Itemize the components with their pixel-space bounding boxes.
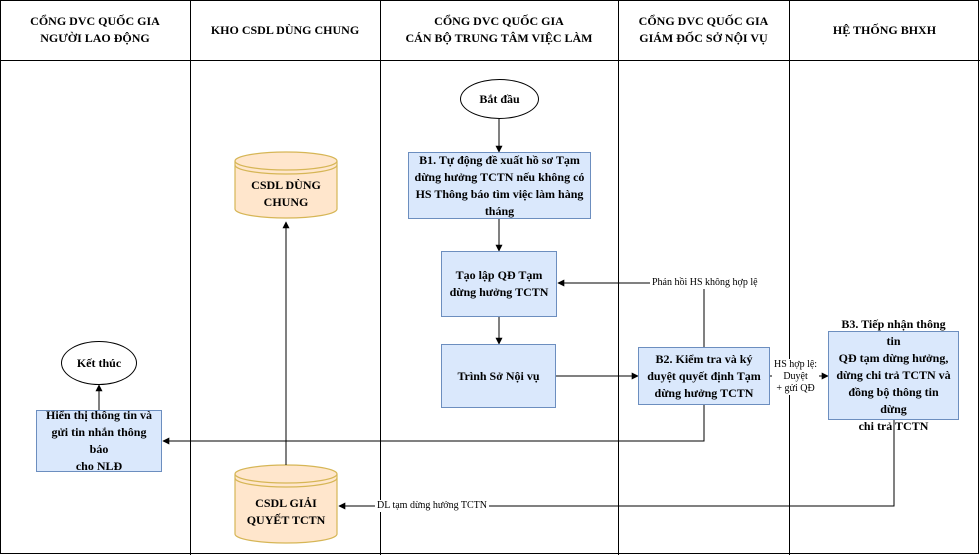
edge-b2-display xyxy=(162,405,705,445)
edge-label-invalid-feedback: Phản hồi HS không hợp lệ xyxy=(650,277,760,289)
lane-title-employment-center: CỔNG DVC QUỐC GIA CÁN BỘ TRUNG TÂM VIỆC … xyxy=(405,14,593,45)
lane-title-shared-db: KHO CSDL DÙNG CHUNG xyxy=(210,22,360,37)
edge-b2-feedback xyxy=(557,279,705,347)
b3-process: B3. Tiếp nhận thông tin QĐ tạm dừng hưởn… xyxy=(828,317,959,433)
b2-process: B2. Kiểm tra và ký duyệt quyết định Tạm … xyxy=(638,347,770,405)
lane-title-bhxh: HỆ THỐNG BHXH xyxy=(832,22,937,37)
submit-process: Trình Sở Nội vụ xyxy=(441,344,556,408)
db-shared-label: CSDL DÙNG CHUNG xyxy=(251,178,321,209)
lane-title-home-affairs: CỔNG DVC QUỐC GIA GIÁM ĐỐC SỞ NỘI VỤ xyxy=(638,14,769,45)
create-decision-process: Tạo lập QĐ Tạm dừng hưởng TCTN xyxy=(441,251,557,317)
start-node: Bắt đầu xyxy=(460,79,539,119)
edge-label-dl-pause: DL tạm dừng hưởng TCTN xyxy=(375,500,490,512)
display-notify-process: Hiển thị thông tin và gửi tin nhắn thông… xyxy=(36,408,162,473)
edge-label-valid: HS hợp lệ: Duyệt + gửi QĐ xyxy=(772,359,820,395)
end-node: Kết thúc xyxy=(61,341,137,385)
db-shared-cylinder xyxy=(234,151,338,219)
db-resolve-label: CSDL GIẢI QUYẾT TCTN xyxy=(246,496,326,527)
edge-b3-dbresolve xyxy=(338,420,895,510)
b1-process: B1. Tự động đề xuất hồ sơ Tạm dừng hưởng… xyxy=(408,152,591,219)
lane-title-worker: CỔNG DVC QUỐC GIA NGƯỜI LAO ĐỘNG xyxy=(30,14,160,45)
db-resolve-cylinder xyxy=(234,464,338,544)
